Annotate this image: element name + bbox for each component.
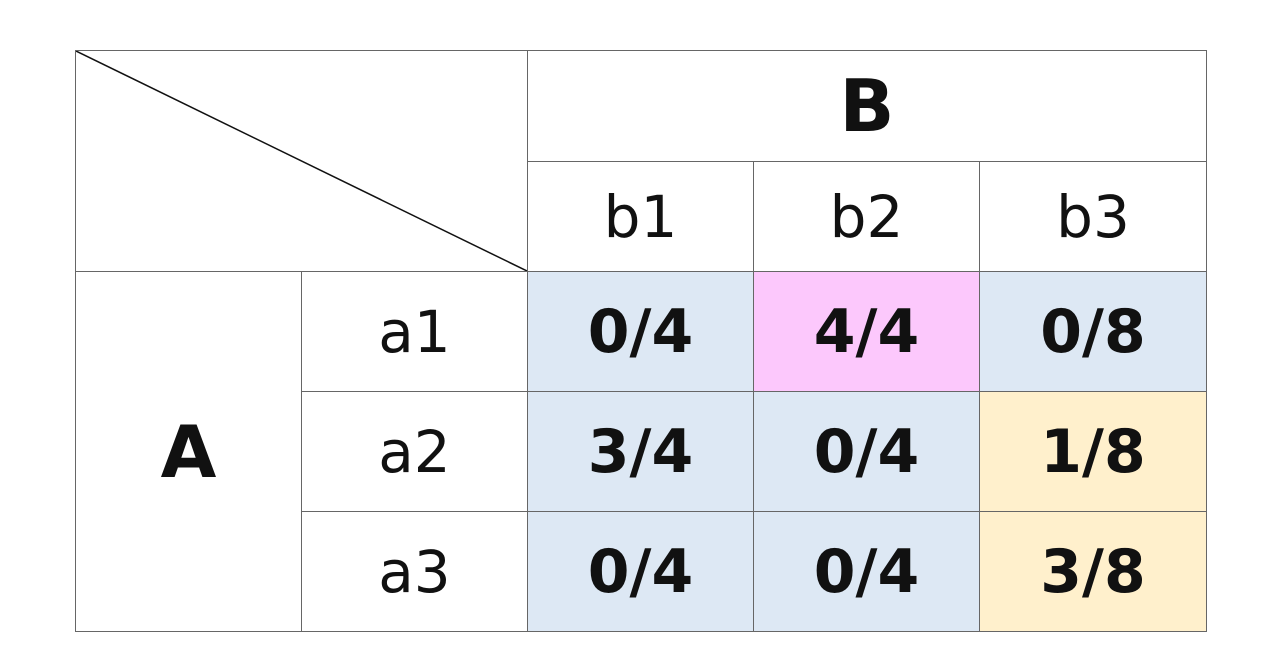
row-header-a1: a1 — [302, 272, 528, 392]
cell-a1-b1: 0/4 — [528, 272, 754, 392]
cell-a2-b3: 1/8 — [980, 392, 1207, 512]
contingency-table: B b1 b2 b3 A a1 a2 a3 0/4 4/4 0/8 3/4 0/… — [75, 50, 1207, 632]
column-header-b3: b3 — [980, 162, 1207, 272]
column-header-b1: b1 — [528, 162, 754, 272]
row-header-a2: a2 — [302, 392, 528, 512]
cell-a3-b2: 0/4 — [754, 512, 980, 632]
cell-a1-b3: 0/8 — [980, 272, 1207, 392]
column-group-header: B — [528, 51, 1207, 162]
cell-a2-b2: 0/4 — [754, 392, 980, 512]
row-group-header: A — [76, 272, 302, 632]
row-header-a3: a3 — [302, 512, 528, 632]
corner-cell — [76, 51, 528, 272]
cell-a3-b1: 0/4 — [528, 512, 754, 632]
column-header-b2: b2 — [754, 162, 980, 272]
cell-a3-b3: 3/8 — [980, 512, 1207, 632]
diagonal-line — [76, 51, 527, 271]
cell-a2-b1: 3/4 — [528, 392, 754, 512]
cell-a1-b2: 4/4 — [754, 272, 980, 392]
